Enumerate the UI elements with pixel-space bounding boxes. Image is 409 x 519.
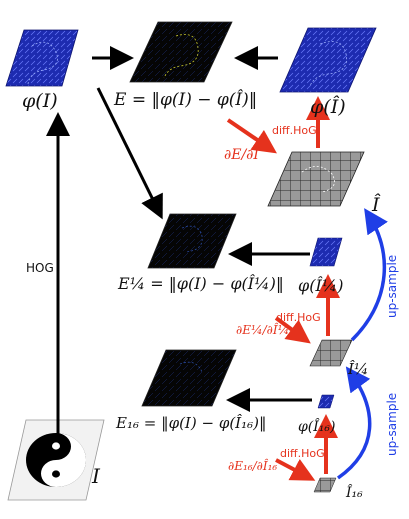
E-sixteenth-label: E₁₆ = ‖φ(I) − φ(Î₁₆)‖ <box>116 414 267 432</box>
I-label: I <box>92 464 100 488</box>
blue-arrows <box>336 208 388 480</box>
image-estimate-grid <box>267 151 365 207</box>
E-full-label: E = ‖φ(I) − φ(Î)‖ <box>114 90 258 110</box>
diff-hog-label-3: diff.HoG <box>280 447 325 460</box>
gradient-arrow-1 <box>226 118 277 154</box>
phi-I-label: φ(I) <box>22 90 58 112</box>
upsample-arrow-2 <box>336 366 372 480</box>
dE-dI-sixteenth-label: ∂E₁₆/∂Î₁₆ <box>228 459 278 473</box>
hog-label: HOG <box>26 261 54 275</box>
hog-feature-input-panel <box>5 29 79 87</box>
I-hat-sixteenth-label: Î₁₆ <box>346 485 363 501</box>
hog-feature-quarter-panel <box>309 237 343 267</box>
phi-Ihat-label: φ(Î) <box>310 96 346 118</box>
phi-Ihat-quarter-label: φ(Î¼) <box>298 276 344 295</box>
error-map-sixteenth-panel <box>141 349 237 407</box>
black-arrows <box>46 46 312 442</box>
upsample-label-2: up-sample <box>385 392 399 456</box>
image-estimate-quarter-grid <box>309 339 353 367</box>
image-estimate-sixteenth-grid <box>313 477 337 493</box>
red-arrows <box>226 96 340 481</box>
diff-hog-label-2: diff.HoG <box>276 311 321 324</box>
gradient-arrow-2 <box>274 316 311 344</box>
gradient-arrow-3 <box>275 458 316 481</box>
upsample-label-1: up-sample <box>385 254 399 318</box>
dE-dI-quarter-label: ∂E¼/∂Î¼ <box>236 323 290 337</box>
arrow-phiI-to-Equarter <box>96 87 163 220</box>
upsample-arrow-1 <box>350 208 388 342</box>
yin-yang-input-image <box>7 419 105 501</box>
error-map-full-panel <box>129 21 233 83</box>
E-quarter-label: E¼ = ‖φ(I) − φ(Î¼)‖ <box>118 274 284 293</box>
I-hat-quarter-label: Î¼ <box>348 360 369 378</box>
error-map-quarter-panel <box>147 213 237 269</box>
hog-feature-estimate-panel <box>279 27 377 93</box>
diff-hog-label-1: diff.HoG <box>272 124 317 137</box>
I-hat-label: Î <box>372 194 380 216</box>
phi-Ihat-sixteenth-label: φ(Î₁₆) <box>298 419 336 435</box>
dE-dI-label: ∂E/∂Î <box>224 147 259 163</box>
hog-feature-sixteenth-panel <box>317 394 335 409</box>
